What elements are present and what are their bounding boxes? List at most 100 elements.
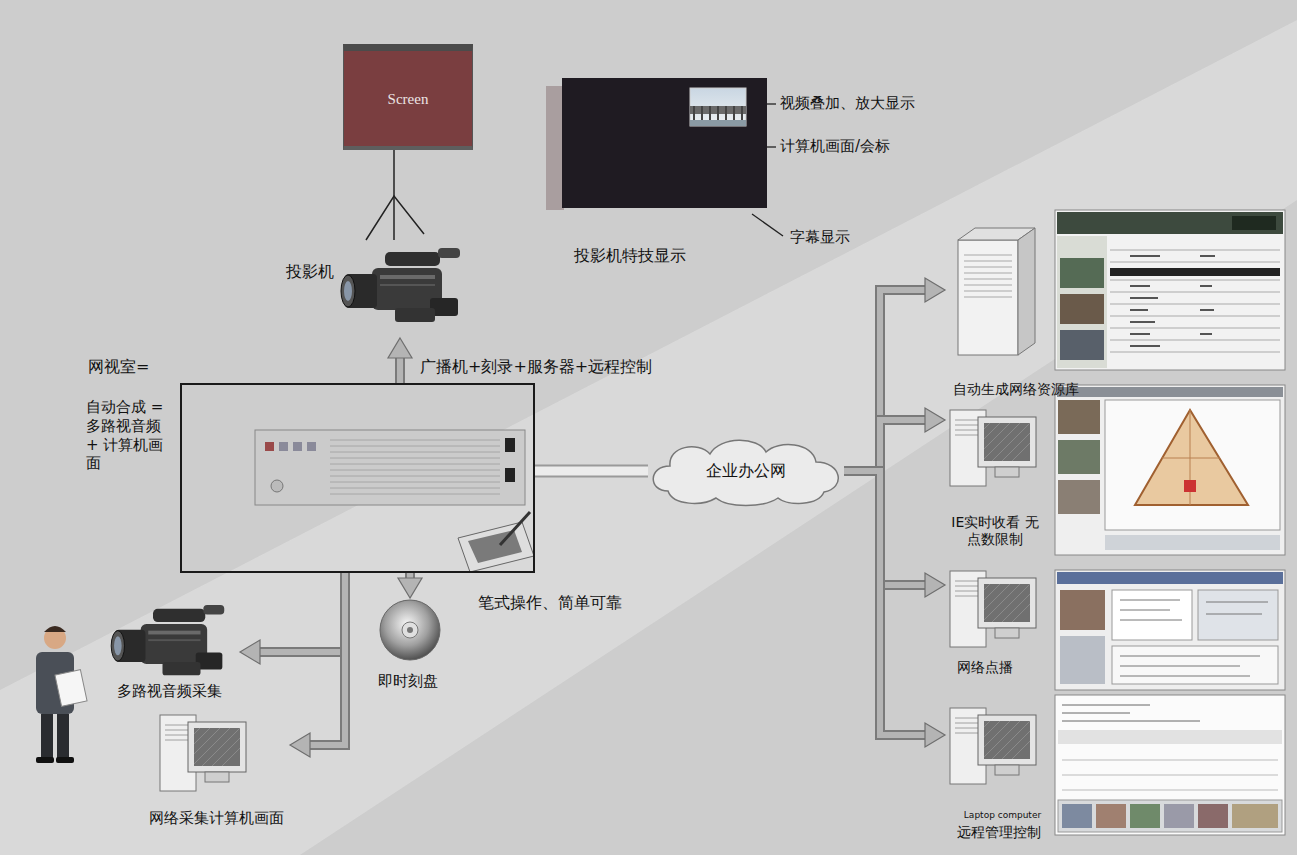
server-icon-part xyxy=(1018,228,1035,355)
arrow-shaft-edge xyxy=(395,356,405,383)
capture-camcorder-part xyxy=(111,605,224,675)
link-bar-edge xyxy=(535,465,648,478)
arrow-head xyxy=(925,723,945,747)
disc-icon xyxy=(380,600,440,660)
screenshot-part xyxy=(1060,636,1105,684)
person-figure-part xyxy=(55,670,87,707)
screenshot-part xyxy=(1130,804,1160,828)
vod-label: 网络点播 xyxy=(957,659,1013,676)
screenshot-part xyxy=(1062,705,1200,721)
screenshot-part xyxy=(1184,480,1196,492)
leader-line xyxy=(752,104,783,236)
panel-caption: 投影机特技显示 xyxy=(574,246,686,265)
projector-label: 投影机 xyxy=(286,262,334,281)
cloud-outline xyxy=(653,440,838,505)
server-icon-part xyxy=(964,255,1012,297)
leader-line-part xyxy=(767,146,776,147)
disc-label: 即时刻盘 xyxy=(378,672,438,690)
screenshot-part xyxy=(1110,250,1280,352)
arrow-shaft xyxy=(844,471,927,585)
equation-text: 网视室= xyxy=(88,357,149,377)
screenshot xyxy=(1055,210,1285,370)
person-figure-part xyxy=(44,626,66,632)
screenshot-part xyxy=(1057,236,1107,368)
connector xyxy=(290,573,345,757)
screenshot-part xyxy=(1055,695,1285,835)
connector xyxy=(535,471,648,472)
broadcast-device-part xyxy=(279,442,288,451)
equation-text: 广播机+刻录+服务器+远程控制 xyxy=(420,357,652,377)
arrow-shaft-edge xyxy=(308,573,345,745)
system-note: 笔式操作、简单可靠 xyxy=(478,593,622,612)
server-icon xyxy=(958,228,1035,355)
screenshot-part xyxy=(1112,590,1192,640)
broadcast-device-part xyxy=(505,438,515,452)
arrow-head xyxy=(290,733,310,757)
screenshot-part xyxy=(1162,410,1220,505)
pc-label: 网络采集计算机画面 xyxy=(149,809,284,827)
cloud-shape xyxy=(648,436,844,506)
screenshot-part xyxy=(1198,804,1228,828)
broadcast-device-part xyxy=(255,430,525,505)
video-inset-part xyxy=(690,120,746,126)
leader-line-part xyxy=(767,103,776,104)
arrow-shaft xyxy=(397,356,403,383)
broadcast-device-part xyxy=(271,480,283,492)
callout-text: 字幕显示 xyxy=(790,228,850,247)
pen-tablet xyxy=(458,512,534,572)
arrow-shaft-edge xyxy=(844,471,927,735)
broadcast-device xyxy=(255,430,525,505)
arrow-shaft xyxy=(258,573,345,652)
leader-line-part xyxy=(752,214,783,236)
viewer-computer xyxy=(950,410,1036,486)
video-inset-part xyxy=(690,106,746,114)
control-label: 远程管理控制 xyxy=(957,824,1041,841)
broadcast-device-part xyxy=(330,440,500,494)
screenshot-part xyxy=(1120,600,1268,676)
screenshot-part xyxy=(1058,480,1100,514)
arrow-head xyxy=(388,338,412,358)
arrow-shaft xyxy=(308,573,345,745)
person-figure xyxy=(36,626,87,763)
broadcast-device-part xyxy=(307,442,316,451)
connector xyxy=(844,471,945,597)
screenshot-part xyxy=(1057,212,1283,234)
arrow-head xyxy=(398,578,422,598)
screenshot xyxy=(1055,385,1285,555)
screenshot-part xyxy=(1055,210,1285,370)
video-inset-part xyxy=(690,88,746,126)
arrow-shaft xyxy=(844,471,927,735)
pen-tablet-part xyxy=(500,512,530,545)
screenshot-part xyxy=(1164,804,1194,828)
screenshot-part xyxy=(1060,294,1104,324)
link-bar xyxy=(535,467,648,476)
video-inset-part xyxy=(694,106,742,122)
screenshot-part xyxy=(1058,800,1282,832)
screen-label: Screen xyxy=(388,90,429,108)
person-figure-part xyxy=(44,627,66,649)
connector xyxy=(394,150,395,240)
broadcast-device-part xyxy=(265,442,274,451)
screenshot-part xyxy=(1058,730,1282,744)
projector: 投影机 xyxy=(340,240,465,338)
callout-text: 视频叠加、放大显示 xyxy=(780,94,915,113)
screenshot-part xyxy=(1130,256,1215,346)
disc-icon-part xyxy=(407,627,413,633)
vod-computer xyxy=(950,571,1036,647)
arrow-head xyxy=(925,278,945,302)
arrow-shaft-edge xyxy=(844,290,927,471)
arrow-shaft xyxy=(844,290,927,471)
panel-shadow xyxy=(546,86,564,210)
screenshot-part xyxy=(1232,216,1276,230)
screenshot-part xyxy=(1055,385,1285,555)
arrow-shaft-edge xyxy=(258,573,345,652)
screenshot-part xyxy=(1060,258,1104,288)
video-inset xyxy=(690,88,746,126)
screenshot-part xyxy=(1058,440,1100,474)
control-computer xyxy=(950,708,1036,784)
capture-camcorder xyxy=(111,605,224,675)
screenshot-part xyxy=(1055,570,1285,690)
screenshot xyxy=(1055,570,1285,690)
